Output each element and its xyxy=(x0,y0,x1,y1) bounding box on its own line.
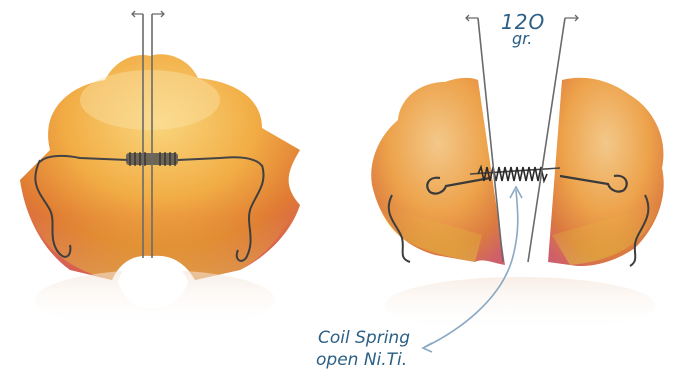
left-appliance xyxy=(20,11,300,330)
force-unit-label: gr. xyxy=(512,31,532,47)
left-highlight xyxy=(80,70,220,130)
label-pointer-arrowhead xyxy=(423,343,432,352)
right-arrow-right xyxy=(565,15,578,21)
left-arrow-left xyxy=(132,11,143,17)
right-reflection xyxy=(385,277,655,333)
nickel-titanium-label: open Ni.Ti. xyxy=(316,352,407,369)
coil-spring-label: Coil Spring xyxy=(318,330,410,347)
right-arrow-left xyxy=(466,15,478,21)
left-arrow-right xyxy=(152,11,164,17)
right-appliance xyxy=(371,15,663,333)
